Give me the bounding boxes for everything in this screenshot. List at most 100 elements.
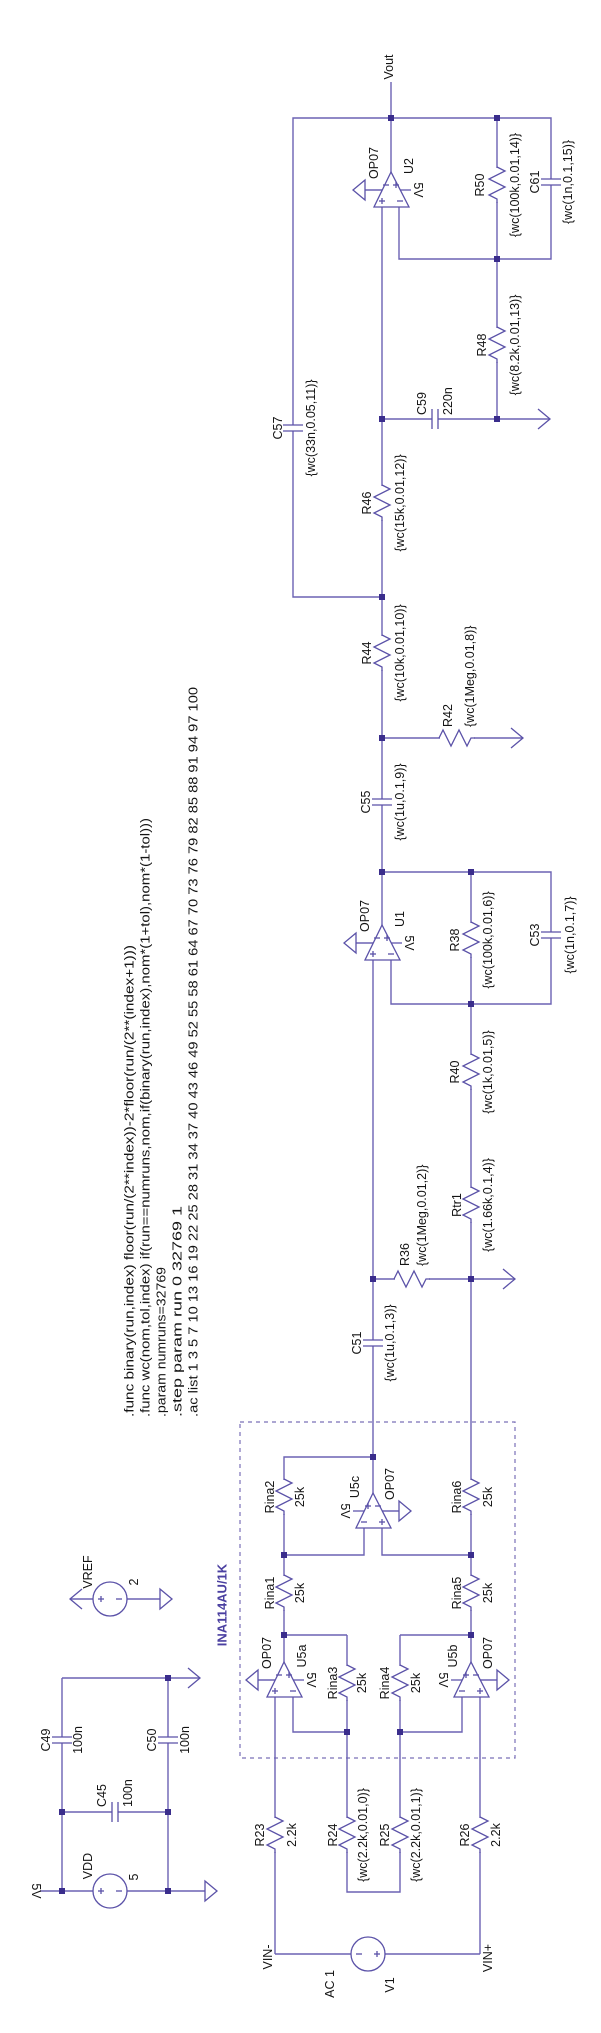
net-arrow-icon — [502, 1268, 517, 1290]
resistor-r50[interactable] — [487, 166, 507, 203]
component-name: C49 — [39, 1728, 53, 1751]
component-name: C51 — [350, 1331, 364, 1354]
spice-directive: .ac list 1 3 5 7 10 13 16 19 22 25 28 31… — [186, 687, 201, 1417]
resistor-r36[interactable] — [393, 1269, 430, 1289]
capacitor-c53[interactable] — [540, 931, 562, 939]
component-name: C45 — [95, 1784, 109, 1807]
resistor-rtr1[interactable] — [461, 1186, 481, 1223]
capacitor-c51[interactable] — [362, 1339, 384, 1347]
component-name: Rina5 — [450, 1577, 464, 1610]
component-value: {wc(100k,0.01,6)} — [481, 891, 495, 988]
resistor-mask — [372, 486, 392, 520]
subcircuit-boundary — [239, 1421, 516, 1759]
component-name: Rina6 — [450, 1481, 464, 1514]
component-name: Rtr1 — [450, 1193, 464, 1217]
net-arrow-icon — [537, 408, 552, 430]
net-arrow-icon — [68, 1588, 83, 1610]
resistor-rina4[interactable] — [390, 1664, 410, 1701]
resistor-icon — [470, 1816, 490, 1853]
component-value: 25k — [481, 1582, 495, 1603]
resistor-r38[interactable] — [461, 921, 481, 958]
component-value: {wc(1n,0.1,7)} — [563, 896, 577, 973]
junction-dot — [468, 1632, 474, 1638]
resistor-rina6[interactable] — [461, 1478, 481, 1515]
junction-dot — [379, 416, 385, 422]
resistor-r48[interactable] — [487, 326, 507, 363]
resistor-icon — [487, 166, 507, 203]
capacitor-c50[interactable] — [157, 1736, 179, 1744]
component-name: Rina4 — [378, 1667, 392, 1700]
wire — [346, 1635, 401, 1893]
capacitor-c45[interactable] — [111, 1801, 119, 1823]
junction-dot — [494, 256, 500, 262]
junction-dot — [281, 1552, 287, 1558]
resistor-icon — [461, 1478, 481, 1515]
component-value: 2.2k — [489, 1822, 503, 1846]
component-value: 25k — [293, 1582, 307, 1603]
opamp-u5c[interactable] — [354, 1491, 393, 1529]
capacitor-mask — [51, 1737, 73, 1743]
resistor-rina3[interactable] — [337, 1664, 357, 1701]
opamp-u1[interactable] — [363, 923, 402, 961]
voltage-source-vref[interactable] — [92, 1581, 128, 1617]
component-value: {wc(1Meg,0.01,8)} — [463, 626, 477, 727]
resistor-rina5[interactable] — [461, 1574, 481, 1611]
voltage-source-v1[interactable] — [350, 1936, 386, 1972]
resistor-r40[interactable] — [461, 1053, 481, 1090]
component-value: {wc(1.66k,0.1,4)} — [481, 1158, 495, 1252]
capacitor-c57[interactable] — [282, 424, 304, 432]
supply-net-label: 5V — [402, 935, 416, 951]
resistor-r26[interactable] — [470, 1816, 490, 1853]
component-value: {wc(33n,0.05,11)} — [304, 379, 318, 476]
resistor-icon — [487, 326, 507, 363]
resistor-r24[interactable] — [337, 1816, 357, 1853]
resistor-mask — [470, 1818, 490, 1852]
resistor-icon — [372, 634, 392, 671]
resistor-rina2[interactable] — [274, 1478, 294, 1515]
capacitor-c59[interactable] — [431, 408, 439, 430]
opamp-icon — [363, 923, 402, 961]
component-name: Rina3 — [326, 1667, 340, 1700]
component-value: {wc(15k,0.01,12)} — [393, 454, 407, 551]
junction-dot — [165, 1809, 171, 1815]
resistor-r42[interactable] — [438, 728, 475, 748]
resistor-r44[interactable] — [372, 634, 392, 671]
capacitor-c61[interactable] — [540, 178, 562, 186]
resistor-r46[interactable] — [372, 484, 392, 521]
opamp-model-label: OP07 — [260, 1637, 274, 1669]
supply-net-label: 5V — [436, 1672, 450, 1688]
resistor-r23[interactable] — [265, 1816, 285, 1853]
ground-icon — [351, 178, 366, 202]
junction-dot — [388, 115, 394, 121]
component-value: {wc(10k,0.01,10)} — [393, 604, 407, 701]
resistor-mask — [274, 1576, 294, 1610]
ground-icon — [496, 1668, 511, 1692]
capacitor-c49[interactable] — [51, 1736, 73, 1744]
resistor-mask — [487, 168, 507, 202]
opamp-u5b[interactable] — [452, 1660, 491, 1698]
resistor-icon — [461, 1574, 481, 1611]
opamp-model-label: OP07 — [358, 900, 372, 932]
source-name: VDD — [81, 1853, 95, 1879]
junction-dot — [494, 416, 500, 422]
capacitor-c55[interactable] — [371, 798, 393, 806]
opamp-u2[interactable] — [372, 170, 411, 208]
opamp-u5a[interactable] — [265, 1660, 304, 1698]
net-arrow-icon — [187, 1667, 202, 1689]
junction-dot — [281, 1632, 287, 1638]
component-value: {wc(1Meg,0.01,2)} — [415, 1165, 429, 1266]
capacitor-mask — [371, 799, 393, 805]
junction-dot — [397, 1729, 403, 1735]
resistor-rina1[interactable] — [274, 1574, 294, 1611]
component-name: R48 — [475, 333, 489, 356]
component-name: C53 — [528, 923, 542, 946]
spice-directive: .param numruns=32769 — [154, 1267, 169, 1417]
resistor-mask — [337, 1666, 357, 1700]
resistor-icon — [390, 1664, 410, 1701]
resistor-r25[interactable] — [390, 1816, 410, 1853]
component-name: R44 — [360, 641, 374, 664]
wire — [381, 1528, 471, 1556]
voltage-source-vdd[interactable] — [92, 1873, 128, 1909]
junction-dot — [468, 869, 474, 875]
